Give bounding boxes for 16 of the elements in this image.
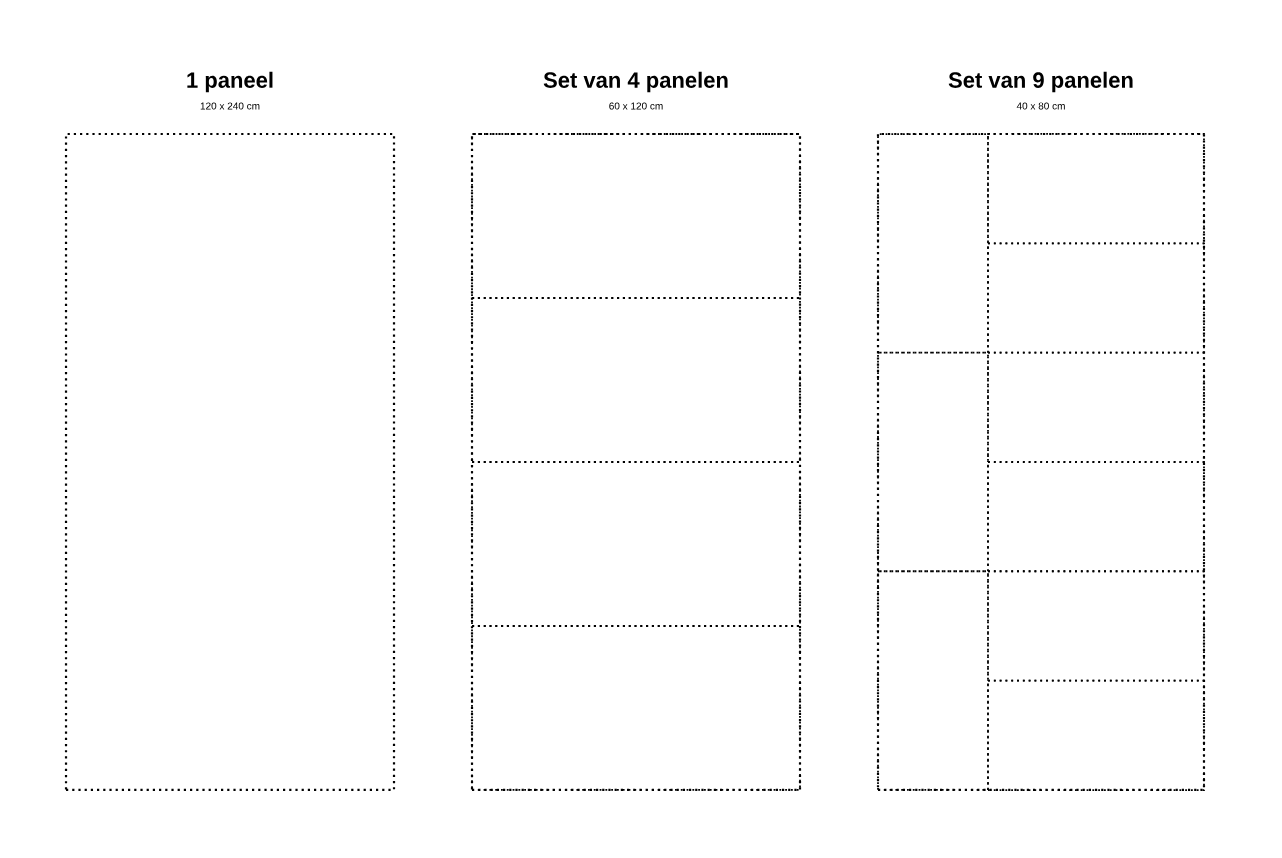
- panel-section: [471, 133, 801, 299]
- panel-section: [877, 351, 989, 573]
- panel-heading: 1 paneel: [187, 71, 273, 93]
- panel-section: [471, 461, 801, 627]
- panel-section: [471, 297, 801, 463]
- panel-section: [987, 461, 1205, 573]
- panel-section: [987, 679, 1205, 791]
- panel-section: [471, 625, 801, 791]
- panel-section: [877, 570, 989, 791]
- panel-section: [987, 242, 1205, 354]
- panel-section: [987, 570, 1205, 682]
- panel-heading: Set van 9 panelen: [948, 71, 1133, 93]
- panel-heading: Set van 4 panelen: [543, 71, 728, 93]
- panel-section: [987, 351, 1205, 463]
- panel-section: [877, 133, 989, 354]
- panel-section: [987, 133, 1205, 245]
